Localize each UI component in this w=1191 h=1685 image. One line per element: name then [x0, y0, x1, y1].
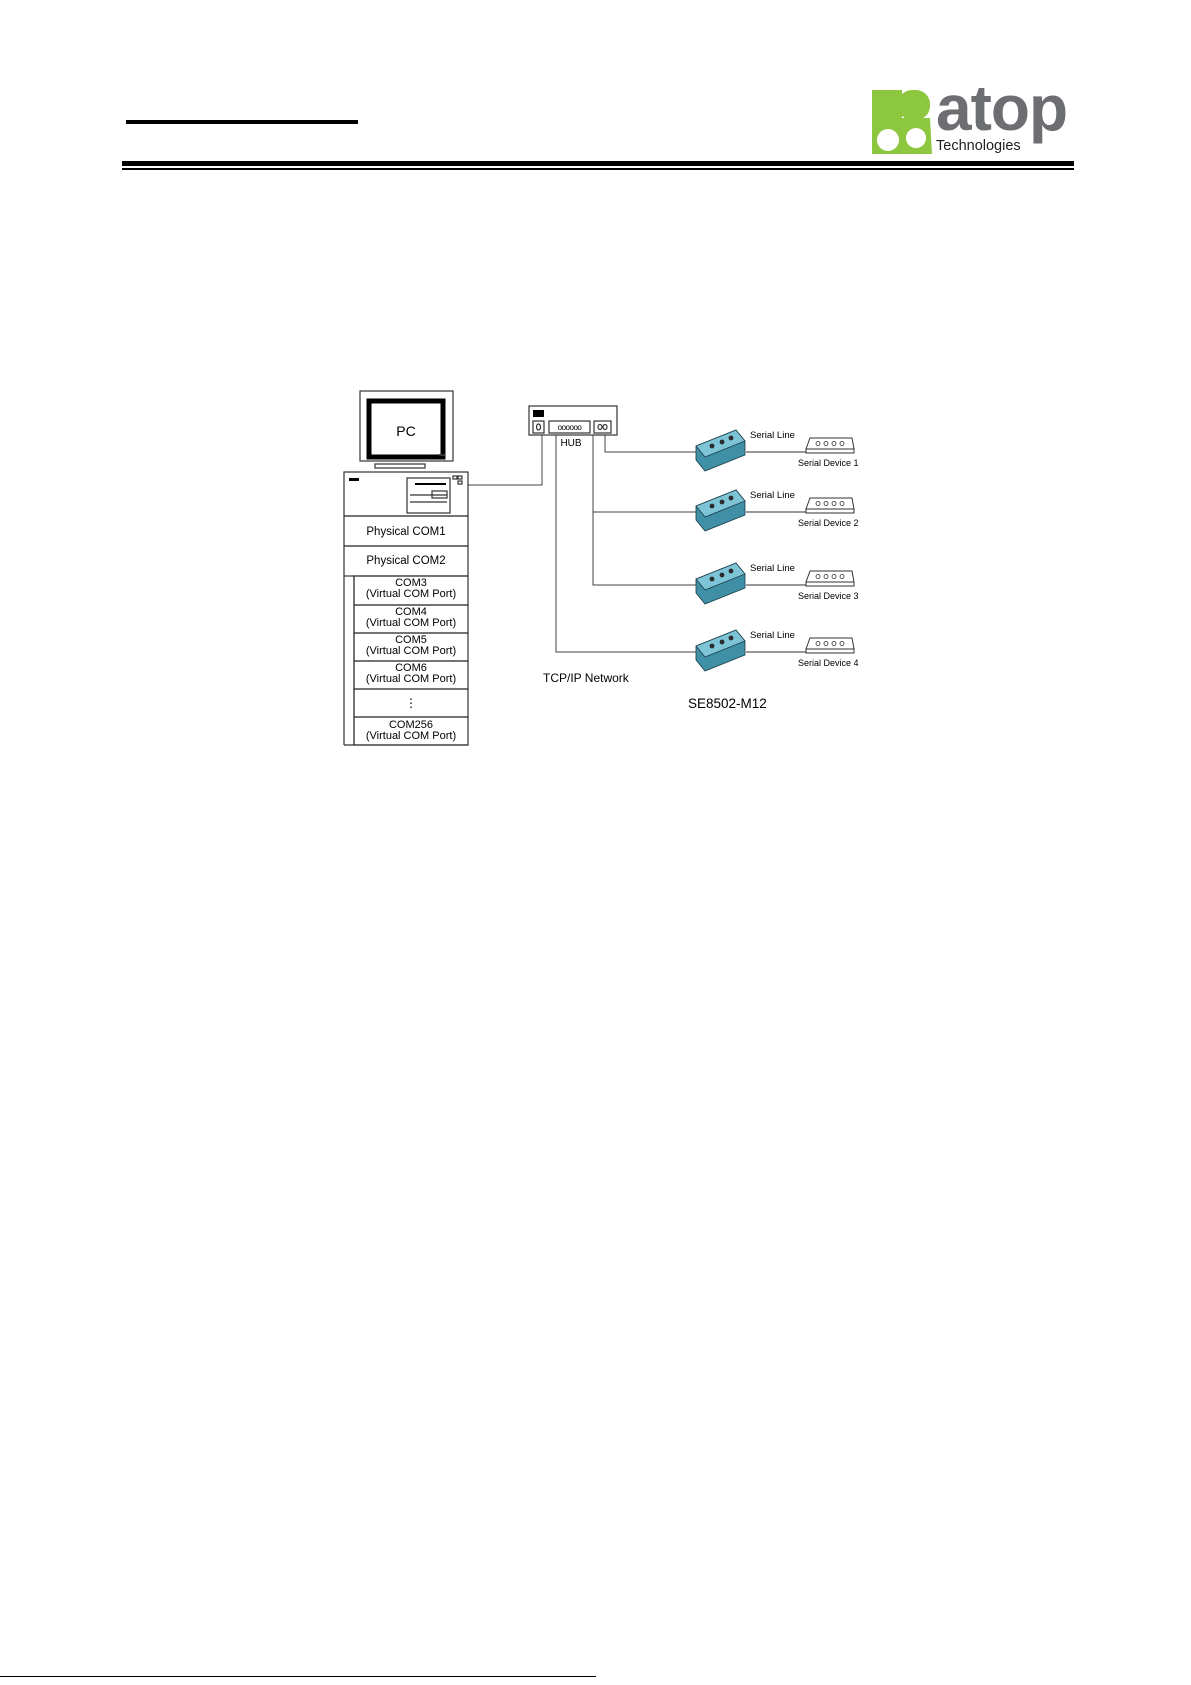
- port-com5-name: COM5: [395, 634, 427, 646]
- port-com6-name: COM6: [395, 662, 427, 674]
- serial-device-label: Serial Device 1: [798, 458, 859, 468]
- cable-hub-server3: [592, 512, 696, 586]
- serial-line-label: Serial Line: [750, 430, 795, 441]
- serial-line-label: Serial Line: [750, 630, 795, 641]
- port-com6-sub: (Virtual COM Port): [366, 673, 456, 685]
- port-com2-name: Physical COM2: [366, 555, 445, 567]
- logo-subtitle: Technologies: [936, 138, 1021, 154]
- serial-server-icon: [695, 629, 746, 672]
- cable-hub-server4: [555, 435, 696, 653]
- serial-device-icon: [805, 570, 855, 587]
- serial-line-label: Serial Line: [750, 490, 795, 501]
- serial-device-icon: [805, 437, 855, 454]
- header-rule-short: [126, 120, 358, 124]
- port-com3-sub: (Virtual COM Port): [366, 588, 456, 600]
- serial-device-icon: [805, 497, 855, 514]
- serial-device-label: Serial Device 2: [798, 518, 859, 528]
- pc-monitor: [359, 390, 454, 462]
- cable-hub-server1: [604, 435, 696, 453]
- pc-tower: [343, 471, 469, 517]
- pc-label: PC: [396, 423, 415, 439]
- serial-device-label: Serial Device 4: [798, 658, 859, 668]
- port-ellipsis: ⋮: [405, 696, 417, 710]
- serial-device-icon: [805, 637, 855, 654]
- port-com256-sub: (Virtual COM Port): [366, 730, 456, 742]
- port-com4-name: COM4: [395, 606, 427, 618]
- hub-box: [528, 405, 618, 436]
- pc-screen: [366, 398, 446, 460]
- logo-wordmark: atop: [936, 72, 1068, 144]
- port-com256-name: COM256: [389, 719, 433, 731]
- hub-ports-text: oooooo: [558, 423, 583, 432]
- port-com1-name: Physical COM1: [366, 526, 445, 538]
- serial-server-icon: [695, 562, 746, 605]
- port-com4-sub: (Virtual COM Port): [366, 617, 456, 629]
- header-rule-thin: [122, 168, 1074, 170]
- hub-label: HUB: [560, 438, 581, 449]
- device-model-label: SE8502-M12: [688, 696, 767, 711]
- serial-device-label: Serial Device 3: [798, 591, 859, 601]
- atop-logo-icon: [872, 90, 932, 154]
- serial-server-icon: [695, 489, 746, 532]
- network-label: TCP/IP Network: [543, 671, 630, 685]
- brand-logo: atop Technologies: [872, 76, 1072, 160]
- cable-pc-hub: [468, 435, 543, 486]
- cable-hub-server2: [592, 435, 696, 513]
- port-com5-sub: (Virtual COM Port): [366, 645, 456, 657]
- serial-server-icon: [695, 429, 746, 472]
- serial-line-label: Serial Line: [750, 563, 795, 574]
- header-rule-thick: [122, 161, 1074, 166]
- port-com3-name: COM3: [395, 577, 427, 589]
- footer-rule: [0, 1676, 596, 1677]
